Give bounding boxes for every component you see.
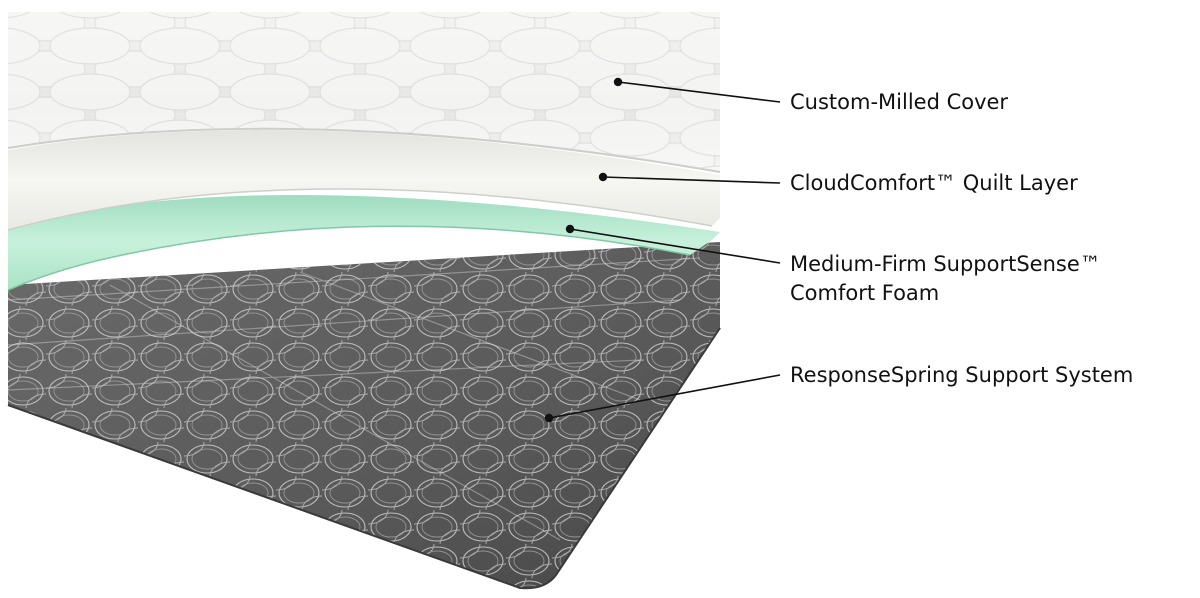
leader-quilt xyxy=(602,176,781,184)
leader-foam xyxy=(569,228,781,264)
leader-cover xyxy=(617,81,781,103)
leader-dot-foam xyxy=(565,224,575,234)
label-foam-line2: Comfort Foam xyxy=(790,281,940,305)
leader-dot-springs xyxy=(544,413,554,423)
comfort-foam-layer xyxy=(7,194,720,291)
leader-dot-cover xyxy=(613,77,623,87)
label-responsespring-support-system: ResponseSpring Support System xyxy=(790,363,1134,387)
label-supportsense-comfort-foam: Medium-Firm SupportSense™ Comfort Foam xyxy=(790,250,1101,308)
quilt-layer xyxy=(7,130,720,231)
cover-layer xyxy=(7,12,721,173)
label-cloudcomfort-quilt-layer: CloudComfort™ Quilt Layer xyxy=(790,171,1078,195)
callout-leaders xyxy=(544,77,781,423)
label-foam-line1: Medium-Firm SupportSense™ xyxy=(790,252,1101,276)
response-spring-layer xyxy=(7,242,721,590)
leader-springs xyxy=(548,374,781,419)
leader-dot-quilt xyxy=(598,172,608,182)
label-custom-milled-cover: Custom-Milled Cover xyxy=(790,90,1009,114)
